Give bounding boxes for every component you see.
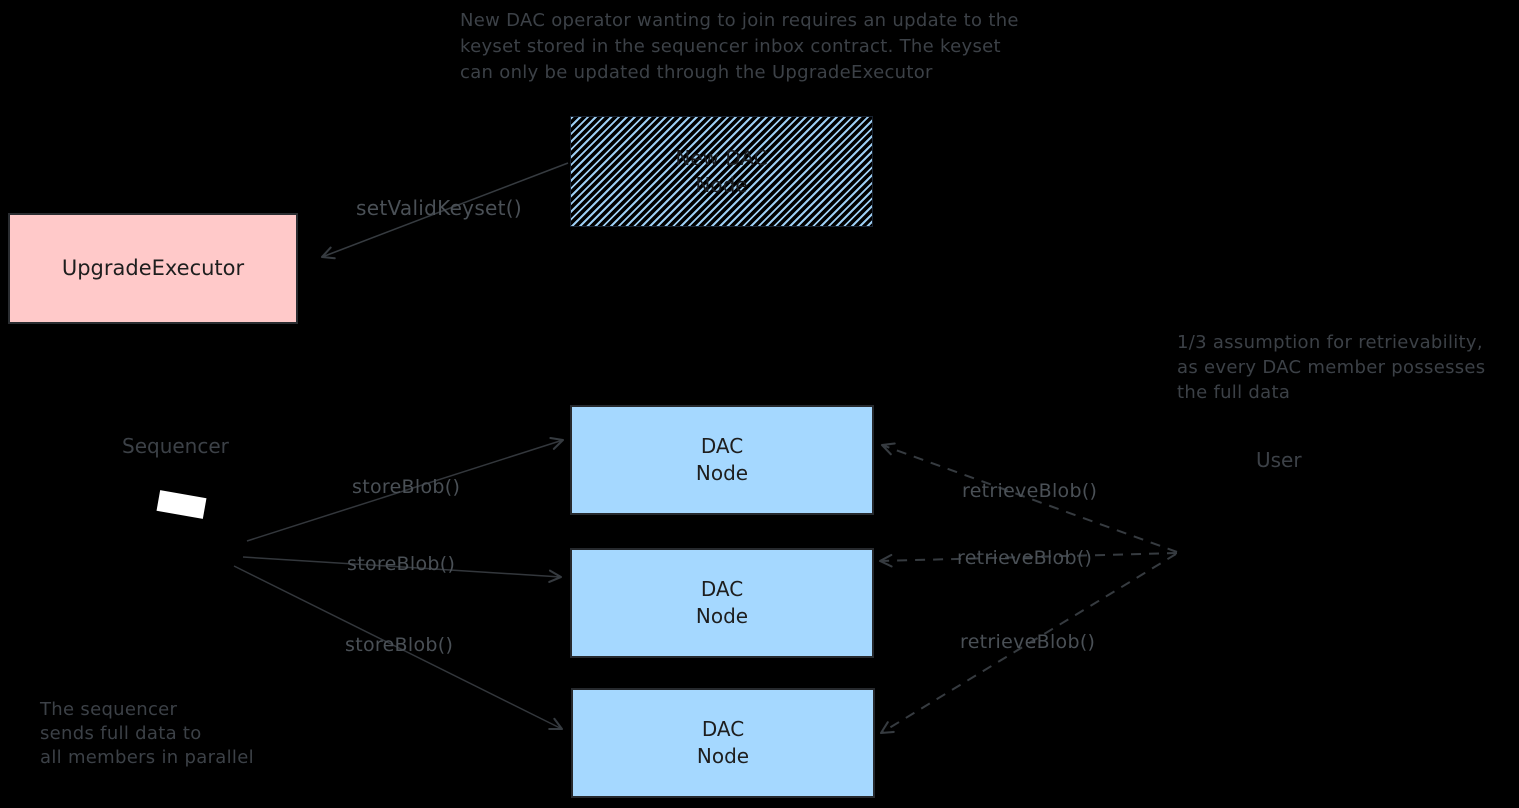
note-retrievability-assumption: 1/3 assumption for retrievability, as ev… bbox=[1177, 330, 1485, 405]
label-store-blob-3: storeBlob() bbox=[345, 634, 454, 656]
box-dac-node-2: DAC Node bbox=[570, 548, 874, 658]
box-new-dac-node: New DAC Node bbox=[570, 116, 873, 227]
box-label-line: Node bbox=[695, 461, 749, 485]
store-blob-arrow-3 bbox=[233, 565, 564, 731]
label-store-blob-1: storeBlob() bbox=[352, 476, 461, 498]
note-new-dac-operator: New DAC operator wanting to join require… bbox=[460, 8, 1019, 86]
box-dac-node-3: DAC Node bbox=[571, 688, 875, 798]
note-sequencer-parallel: The sequencer sends full data to all mem… bbox=[40, 698, 254, 770]
note-line: sends full data to bbox=[40, 723, 202, 744]
box-dac-node-1: DAC Node bbox=[570, 405, 874, 515]
box-label-line: Node bbox=[695, 604, 749, 628]
label-retrieve-blob-2: retrieveBlob() bbox=[957, 547, 1093, 569]
note-line: New DAC operator wanting to join require… bbox=[460, 10, 1019, 31]
box-label: UpgradeExecutor bbox=[61, 256, 245, 280]
note-line: all members in parallel bbox=[40, 747, 254, 768]
box-label-line: DAC bbox=[701, 717, 745, 741]
label-retrieve-blob-1: retrieveBlob() bbox=[962, 480, 1098, 502]
note-line: 1/3 assumption for retrievability, bbox=[1177, 332, 1483, 353]
retrieve-blob-arrow-3 bbox=[879, 553, 1177, 735]
retrieve-blob-arrow-2 bbox=[878, 552, 1178, 568]
box-upgrade-executor: UpgradeExecutor bbox=[8, 213, 298, 324]
note-line: the full data bbox=[1177, 382, 1291, 403]
note-line: as every DAC member possesses bbox=[1177, 357, 1486, 378]
note-line: The sequencer bbox=[40, 699, 178, 720]
box-label-line: DAC bbox=[700, 577, 744, 601]
box-label-line: DAC bbox=[700, 434, 744, 458]
set-valid-keyset-arrow bbox=[320, 162, 569, 260]
box-label-line: New DAC bbox=[675, 145, 768, 170]
box-label-line: Node bbox=[696, 744, 750, 768]
note-line: can only be updated through the UpgradeE… bbox=[460, 62, 933, 83]
box-label-line: Node bbox=[695, 172, 748, 197]
label-retrieve-blob-3: retrieveBlob() bbox=[960, 631, 1096, 653]
store-blob-arrow-2 bbox=[242, 556, 563, 584]
user-label: User bbox=[1256, 448, 1302, 472]
sequencer-label: Sequencer bbox=[122, 434, 229, 458]
label-store-blob-2: storeBlob() bbox=[347, 553, 456, 575]
note-line: keyset stored in the sequencer inbox con… bbox=[460, 36, 1001, 57]
store-blob-arrow-1 bbox=[246, 437, 565, 542]
retrieve-blob-arrow-1 bbox=[880, 442, 1178, 553]
label-set-valid-keyset: setValidKeyset() bbox=[356, 196, 522, 220]
